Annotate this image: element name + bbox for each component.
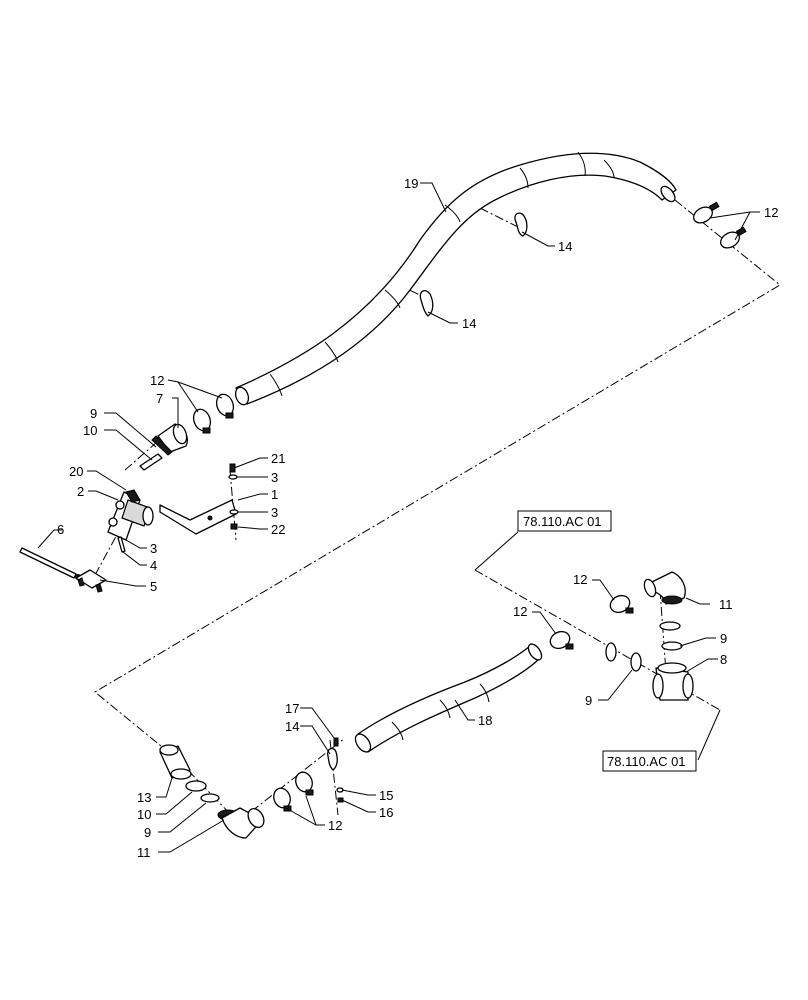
callout-16: 16 <box>379 805 393 820</box>
elbow-7[interactable] <box>151 423 189 456</box>
bracket-5[interactable] <box>75 569 107 593</box>
callout-5: 5 <box>150 579 157 594</box>
elbow-11-low[interactable] <box>217 806 267 839</box>
callout-2: 2 <box>77 484 84 499</box>
clamp-12-low-b[interactable] <box>293 770 315 796</box>
callout-11-low: 11 <box>137 845 151 860</box>
clamp-12-right-a[interactable] <box>548 629 574 652</box>
callout-18: 18 <box>478 713 492 728</box>
callout-1: 1 <box>271 487 278 502</box>
callout-21: 21 <box>271 451 285 466</box>
callout-10-left: 10 <box>83 423 97 438</box>
valve-assembly-2[interactable] <box>107 489 154 541</box>
callout-12-left: 12 <box>150 373 164 388</box>
clamp-12-left-a[interactable] <box>191 407 214 434</box>
callout-12-rt-b: 12 <box>513 604 527 619</box>
clamp-12-top-right-b[interactable] <box>718 226 747 251</box>
washer-3-a[interactable] <box>228 474 238 480</box>
callout-17: 17 <box>285 701 299 716</box>
clamp-12-low-a[interactable] <box>271 786 293 812</box>
callout-4: 4 <box>150 558 157 573</box>
callout-20: 20 <box>69 464 83 479</box>
clamp-12-right-b[interactable] <box>608 593 634 616</box>
callout-14-low: 14 <box>285 719 299 734</box>
assembly-centerlines <box>94 199 781 823</box>
callout-12-rt-a: 12 <box>573 572 587 587</box>
hose-18[interactable] <box>352 642 544 755</box>
tie-strap-14-upper[interactable] <box>514 212 528 237</box>
callout-14-mid: 14 <box>462 316 476 331</box>
hose-19[interactable] <box>233 151 677 407</box>
callout-11-right: 11 <box>719 597 733 612</box>
callout-9-low: 9 <box>144 825 151 840</box>
reference-label-bottom: 78.110.AC 01 <box>607 754 686 769</box>
adapter-13[interactable] <box>159 744 192 780</box>
tee-8[interactable] <box>652 662 694 701</box>
o-ring-9-right-b[interactable] <box>630 652 642 672</box>
pin-4[interactable] <box>117 536 126 553</box>
callout-10-low: 10 <box>137 807 151 822</box>
callout-9-rt-a: 9 <box>720 631 727 646</box>
washer-3-b[interactable] <box>229 509 239 515</box>
callout-3-c: 3 <box>150 541 157 556</box>
rod-6[interactable] <box>19 547 81 580</box>
callout-15: 15 <box>379 788 393 803</box>
callout-12-top-right: 12 <box>764 205 778 220</box>
callout-14-upper: 14 <box>558 239 572 254</box>
callout-3-b: 3 <box>271 505 278 520</box>
callout-7: 7 <box>156 391 163 406</box>
callout-12-low: 12 <box>328 818 342 833</box>
reference-box-bottom[interactable]: 78.110.AC 01 <box>602 709 721 772</box>
callout-19: 19 <box>404 176 418 191</box>
bolt-17[interactable] <box>333 737 339 747</box>
callout-13: 13 <box>137 790 151 805</box>
callout-3-a: 3 <box>271 470 278 485</box>
elbow-11-right[interactable] <box>642 571 686 605</box>
callout-leaders <box>37 182 760 853</box>
callout-22: 22 <box>271 522 285 537</box>
nut-22[interactable] <box>230 523 238 530</box>
gasket-10-left[interactable] <box>139 453 163 471</box>
o-ring-9-low[interactable] <box>200 793 220 803</box>
clamp-12-left-b[interactable] <box>214 392 237 419</box>
bracket-plate-1[interactable] <box>159 499 237 535</box>
gasket-10-low[interactable] <box>185 780 207 792</box>
clamp-12-top-right-a[interactable] <box>691 201 720 226</box>
callout-9-left: 9 <box>90 406 97 421</box>
reference-label-top: 78.110.AC 01 <box>523 514 602 529</box>
callout-9-rt-b: 9 <box>585 693 592 708</box>
o-ring-9-right-a[interactable] <box>659 621 681 631</box>
callout-6: 6 <box>57 522 64 537</box>
o-ring-9-right-c[interactable] <box>661 641 683 651</box>
callout-8: 8 <box>720 652 727 667</box>
retaining-ring-right[interactable] <box>605 642 617 662</box>
tie-strap-14-mid[interactable] <box>419 289 434 317</box>
callout-numbers: 19 12 14 14 12 7 9 10 21 3 1 3 22 20 2 3… <box>57 176 778 860</box>
reference-box-top[interactable]: 78.110.AC 01 <box>474 510 612 571</box>
